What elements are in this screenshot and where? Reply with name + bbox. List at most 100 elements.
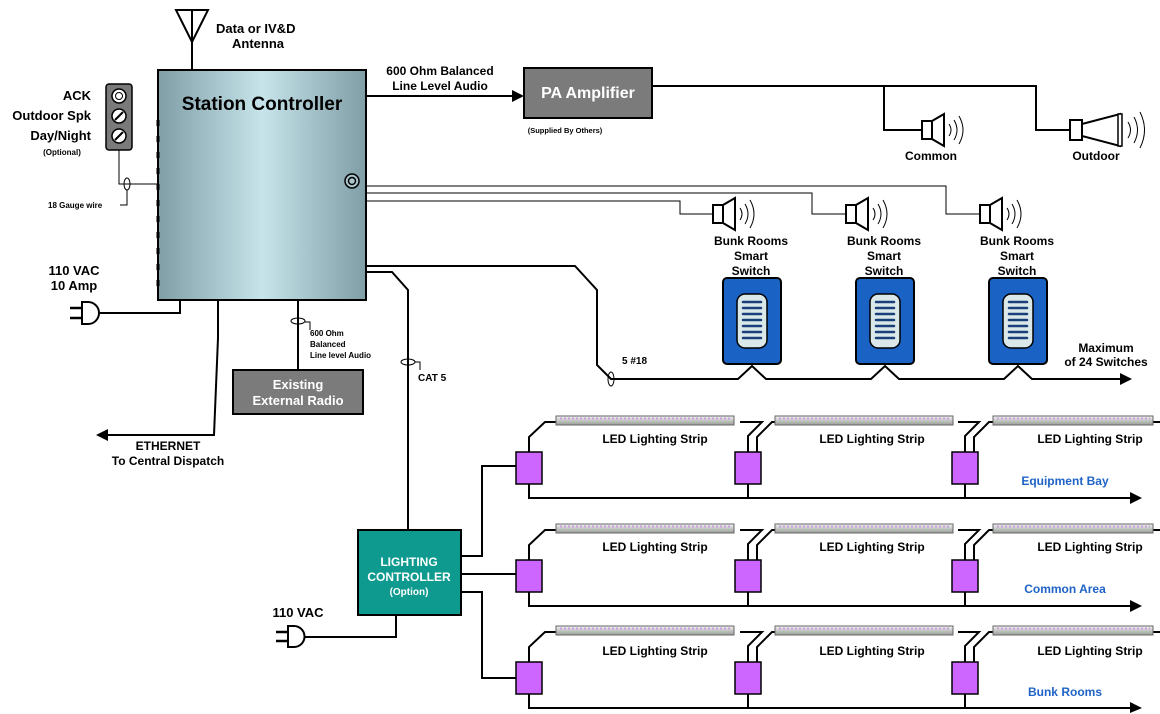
- balanced-audio-label-1: 600 Ohm Balanced: [386, 64, 493, 78]
- ack-switch-panel[interactable]: [105, 83, 133, 151]
- balanced-audio-label-2: Line Level Audio: [392, 79, 488, 93]
- led-strips: [555, 415, 1154, 636]
- external-radio[interactable]: [232, 369, 364, 415]
- outdoor-speaker-label: Outdoor: [1072, 149, 1120, 163]
- speaker-line-3: [366, 185, 980, 215]
- junction-box-r3c1[interactable]: [515, 661, 543, 695]
- led-strip-r1c1-label: LED Lighting Strip: [602, 432, 707, 446]
- max-switches-label-2: of 24 Switches: [1064, 355, 1148, 369]
- station-controller[interactable]: [156, 69, 367, 301]
- power-label-1: 110 VAC: [48, 263, 100, 278]
- power-plug-icon: [70, 301, 100, 325]
- ethernet-wire: [98, 300, 219, 436]
- ack-label: ACK: [63, 88, 92, 103]
- smart-switch-1[interactable]: [722, 277, 782, 365]
- antenna-label-1: Data or IV&D: [216, 21, 295, 36]
- junction-box-r1c1[interactable]: [515, 451, 543, 485]
- lighting-controller-label-3: (Option): [390, 587, 429, 598]
- lighting-controller-label-1: LIGHTING: [380, 555, 437, 569]
- led-strip-r3c2-label: LED Lighting Strip: [819, 644, 924, 658]
- external-radio-label-2: External Radio: [252, 393, 343, 408]
- cat5-wire: [366, 271, 409, 530]
- max-switches-label-1: Maximum: [1078, 341, 1133, 355]
- bunk-switch-1-label-3: Switch: [732, 264, 771, 278]
- pa-amplifier[interactable]: [523, 67, 653, 119]
- outdoor-speaker-icon[interactable]: [1069, 111, 1145, 149]
- gauge-wire-leader: [120, 190, 128, 206]
- bunk-switch-2-label-3: Switch: [865, 264, 904, 278]
- pa-amplifier-label: PA Amplifier: [541, 85, 635, 102]
- led-strip-r2c2-icon[interactable]: [774, 523, 954, 534]
- bunk-speaker-1-icon[interactable]: [712, 196, 755, 232]
- lighting-controller[interactable]: [357, 529, 462, 616]
- bunk-switch-2-label-1: Bunk Rooms: [847, 234, 921, 248]
- station-controller-title: Station Controller: [182, 94, 343, 115]
- junction-box-r3c3[interactable]: [951, 661, 979, 695]
- zone-label-common-area: Common Area: [1024, 582, 1106, 596]
- zone-label-equipment-bay: Equipment Bay: [1021, 474, 1109, 488]
- bunk-switch-1-label-1: Bunk Rooms: [714, 234, 788, 248]
- panel-wire: [118, 150, 158, 185]
- junction-box-r1c2[interactable]: [734, 451, 762, 485]
- antenna-label-2: Antenna: [232, 36, 285, 51]
- smart-switch-3[interactable]: [988, 277, 1048, 365]
- led-strip-r3c3-icon[interactable]: [992, 625, 1154, 636]
- zone-row-equipment-bay: [528, 421, 1160, 504]
- bunk-switch-1-label-2: Smart: [734, 249, 768, 263]
- smart-switch-2[interactable]: [855, 277, 915, 365]
- led-strip-r1c3-label: LED Lighting Strip: [1037, 432, 1142, 446]
- led-strip-r3c2-icon[interactable]: [774, 625, 954, 636]
- bunk-switch-3-label-1: Bunk Rooms: [980, 234, 1054, 248]
- radio-audio-label-1: 600 Ohm: [310, 329, 344, 338]
- ethernet-label-1: ETHERNET: [136, 439, 201, 453]
- led-strip-r1c2-label: LED Lighting Strip: [819, 432, 924, 446]
- junction-box-r2c2[interactable]: [734, 559, 762, 593]
- led-strip-r2c3-label: LED Lighting Strip: [1037, 540, 1142, 554]
- pa-to-common-wire: [883, 86, 922, 131]
- led-strip-r1c1-icon[interactable]: [555, 415, 735, 426]
- power-label-2: 10 Amp: [51, 278, 98, 293]
- ethernet-label-2: To Central Dispatch: [112, 454, 224, 468]
- bunk-switch-2-label-2: Smart: [867, 249, 901, 263]
- common-speaker-icon[interactable]: [921, 112, 964, 148]
- speaker-line-1: [366, 200, 713, 215]
- zone-label-bunk-rooms: Bunk Rooms: [1028, 685, 1102, 699]
- bunk-speaker-3-icon[interactable]: [979, 196, 1022, 232]
- led-strip-r3c1-icon[interactable]: [555, 625, 735, 636]
- gauge-wire-label: 18 Gauge wire: [48, 201, 103, 210]
- optional-label: (Optional): [43, 148, 81, 157]
- supplied-by-others-label: (Supplied By Others): [528, 126, 603, 135]
- junction-box-r2c1[interactable]: [515, 559, 543, 593]
- cat5-label: CAT 5: [418, 373, 447, 384]
- junction-box-r1c3[interactable]: [951, 451, 979, 485]
- outdoor-spk-label: Outdoor Spk: [12, 108, 91, 123]
- led-strip-r1c3-icon[interactable]: [992, 415, 1154, 426]
- power-cord: [99, 300, 181, 314]
- led-strip-r2c1-icon[interactable]: [555, 523, 735, 534]
- lighting-controller-label-2: CONTROLLER: [367, 570, 451, 584]
- pa-to-outdoor-wire: [652, 85, 1070, 131]
- led-strip-r2c3-icon[interactable]: [992, 523, 1154, 534]
- switch-bus-wire: [366, 265, 1128, 380]
- external-radio-label-1: Existing: [273, 377, 324, 392]
- led-strip-r1c2-icon[interactable]: [774, 415, 954, 426]
- led-strip-r2c2-label: LED Lighting Strip: [819, 540, 924, 554]
- led-strip-r2c1-label: LED Lighting Strip: [602, 540, 707, 554]
- radio-audio-label-2: Balanced: [310, 340, 346, 349]
- antenna-icon: [174, 9, 210, 72]
- bunk-switch-3-label-3: Switch: [998, 264, 1037, 278]
- bunk-speaker-2-icon[interactable]: [845, 196, 888, 232]
- radio-audio-leader: [305, 321, 311, 330]
- wire-count-label: 5 #18: [622, 356, 647, 367]
- lighting-power-cord: [304, 615, 397, 638]
- led-strip-r3c1-label: LED Lighting Strip: [602, 644, 707, 658]
- trunk-equipment-bay: [461, 465, 518, 557]
- radio-audio-label-3: Line level Audio: [310, 351, 371, 360]
- junction-box-r3c2[interactable]: [734, 661, 762, 695]
- cat5-leader: [415, 361, 421, 370]
- lighting-power-label: 110 VAC: [272, 605, 324, 620]
- common-speaker-label: Common: [905, 149, 957, 163]
- junction-box-r2c3[interactable]: [951, 559, 979, 593]
- day-night-label: Day/Night: [30, 128, 91, 143]
